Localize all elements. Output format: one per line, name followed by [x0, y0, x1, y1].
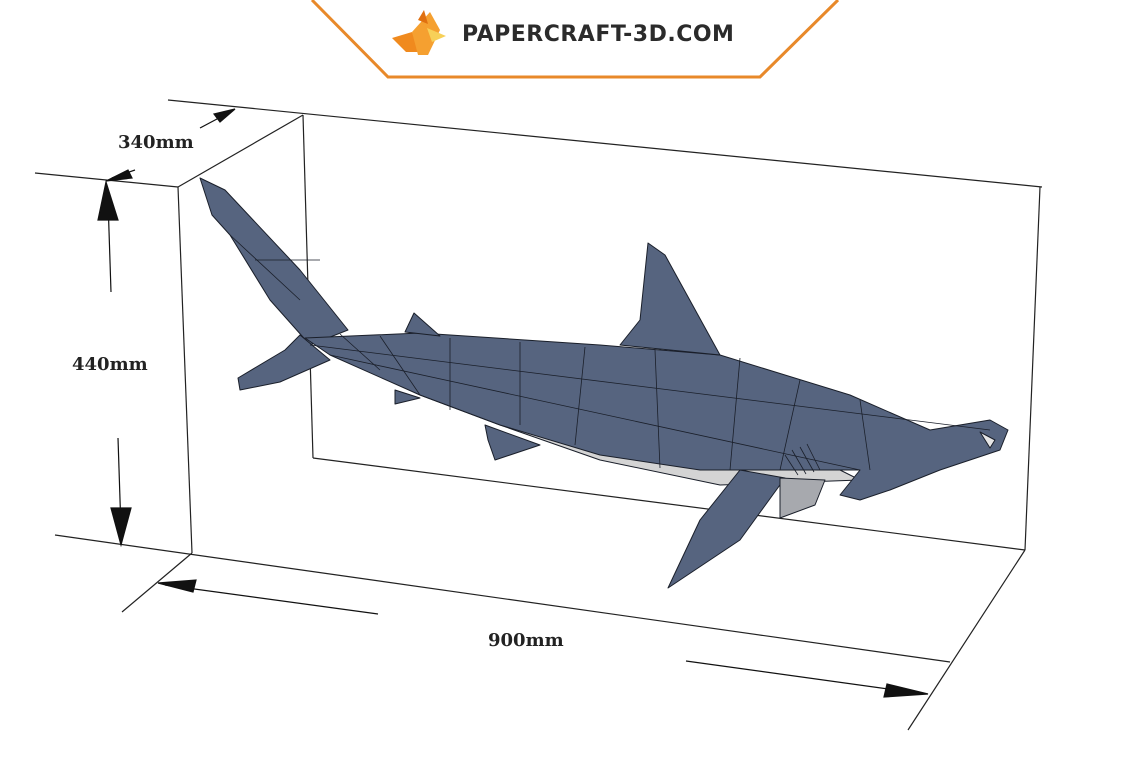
hammerhead-shark-model	[199, 177, 1009, 589]
dimension-arrows	[97, 108, 929, 698]
height-label: 440mm	[70, 354, 150, 375]
logo-frame	[310, 0, 840, 79]
length-label: 900mm	[486, 630, 566, 651]
shark-tail-lower	[237, 334, 331, 391]
shark-anal-fin	[394, 389, 421, 405]
shark-dorsal-fin	[619, 242, 721, 356]
origami-fox-icon	[392, 10, 446, 55]
shark-jaw	[779, 477, 826, 519]
shark-tail-upper	[199, 177, 349, 346]
shark-pectoral-fin	[667, 469, 786, 589]
shark-pelvic-fin	[484, 424, 541, 461]
logo-text: PAPERCRAFT-3D.COM	[462, 22, 735, 47]
shark-body	[304, 332, 1009, 501]
shark-second-dorsal-fin	[404, 312, 441, 337]
depth-label: 340mm	[116, 132, 196, 153]
bounding-box	[34, 99, 1043, 731]
